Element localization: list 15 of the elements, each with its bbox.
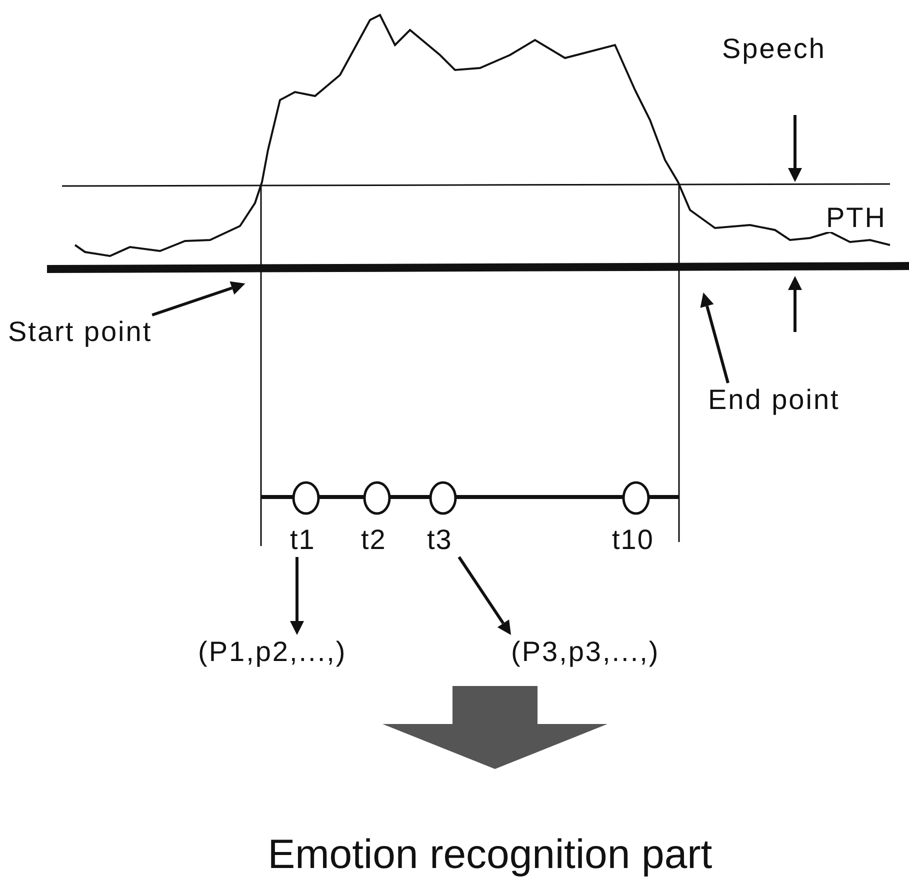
time-label: t10 bbox=[612, 525, 654, 555]
signal-label: Speech bbox=[722, 32, 826, 66]
point-label: End point bbox=[708, 383, 840, 417]
time-label: t2 bbox=[361, 525, 386, 555]
arrow bbox=[458, 556, 511, 635]
pointer-arrow bbox=[700, 292, 730, 384]
time-label: t3 bbox=[427, 525, 452, 555]
output-label: Emotion recognition part bbox=[266, 831, 714, 877]
pointer-arrow bbox=[152, 281, 246, 316]
block-arrow bbox=[382, 686, 608, 769]
point-label: Start point bbox=[8, 315, 152, 349]
time-label: t1 bbox=[290, 525, 316, 555]
feature-vector-label: (P3,p3,...,) bbox=[511, 635, 660, 669]
arrow bbox=[290, 557, 304, 635]
feature-vector-label: (P1,p2,...,) bbox=[198, 635, 347, 669]
